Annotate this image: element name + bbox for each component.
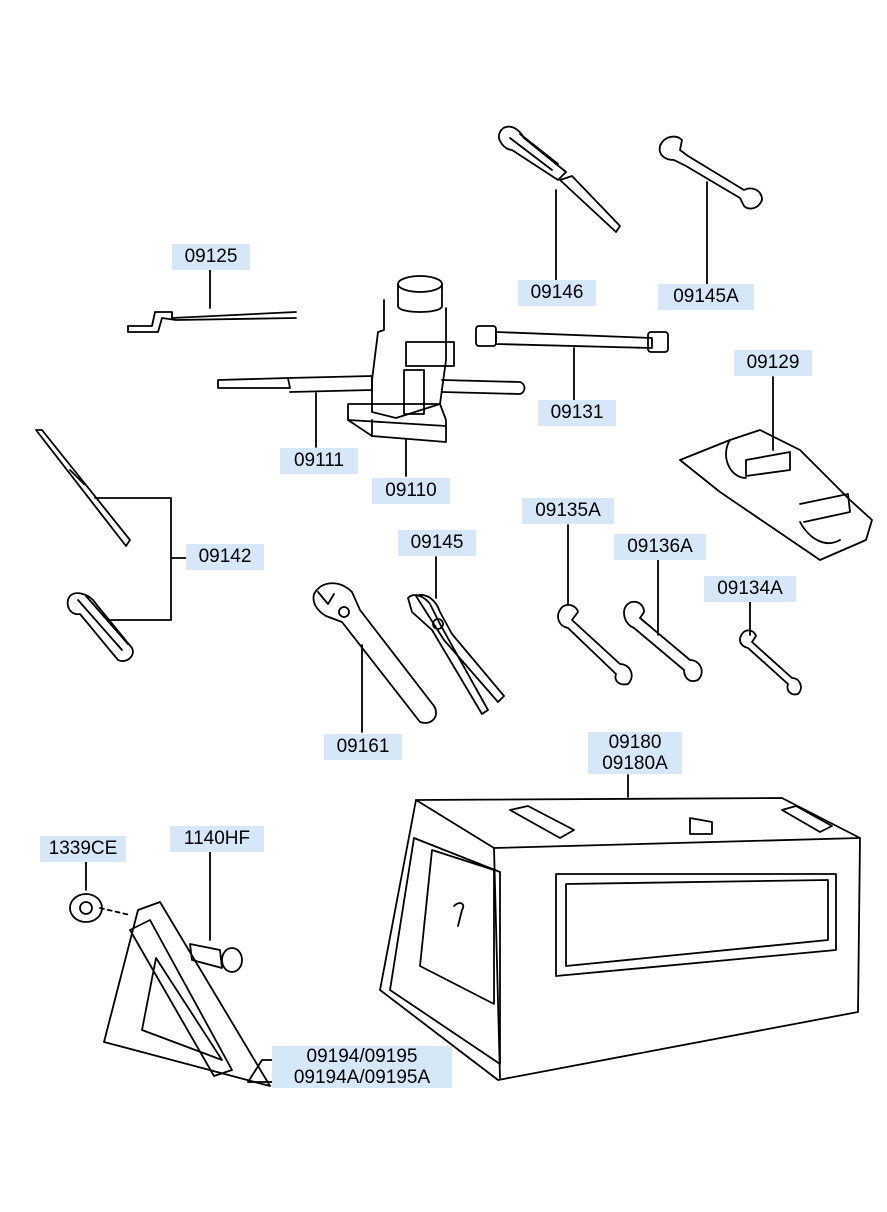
callout-1140hf[interactable]: 1140HF xyxy=(170,826,264,852)
pliers-09145 xyxy=(407,594,505,715)
callout-09135a[interactable]: 09135A xyxy=(522,498,614,524)
jack-09110 xyxy=(347,275,455,443)
callout-09142[interactable]: 09142 xyxy=(186,544,264,570)
screwdriver-09146 xyxy=(498,125,621,233)
tool-bag-09129 xyxy=(679,429,873,561)
callout-09134a[interactable]: 09134A xyxy=(704,576,796,602)
callout-09110[interactable]: 09110 xyxy=(372,478,450,504)
callout-09125[interactable]: 09125 xyxy=(172,244,250,270)
nut-1339ce xyxy=(69,893,103,923)
callout-09180-line2: 09180A xyxy=(602,753,668,774)
callout-1339ce[interactable]: 1339CE xyxy=(40,836,126,862)
wrench-09145a xyxy=(658,135,763,210)
callout-09180[interactable]: 09180 09180A xyxy=(588,732,682,774)
leader-lines xyxy=(85,181,774,1083)
callout-09180-line1: 09180 xyxy=(608,732,662,753)
callout-09194[interactable]: 09194/09195 09194A/09195A xyxy=(272,1046,452,1088)
callout-09131[interactable]: 09131 xyxy=(538,400,616,426)
callout-09129[interactable]: 09129 xyxy=(734,350,812,376)
callout-09194-line1: 09194/09195 xyxy=(306,1046,418,1067)
screwdriver-set-09142 xyxy=(35,429,134,662)
extension-bar-09131 xyxy=(475,325,669,353)
callout-09145[interactable]: 09145 xyxy=(398,530,476,556)
wrench-09135a xyxy=(557,604,633,686)
adjustable-wrench-09161 xyxy=(312,582,437,724)
jack-handle-09111 xyxy=(217,375,526,395)
warning-triangle-09194 xyxy=(103,901,271,1087)
callout-09136a[interactable]: 09136A xyxy=(614,534,706,560)
callout-09146[interactable]: 09146 xyxy=(518,280,596,306)
bolt-1140hf xyxy=(189,943,243,973)
callout-09194-line2: 09194A/09195A xyxy=(293,1067,431,1088)
crank-handle-09125 xyxy=(127,311,297,333)
wrench-09134a xyxy=(739,629,802,696)
callout-09161[interactable]: 09161 xyxy=(324,734,402,760)
tool-box-09180 xyxy=(379,797,861,1081)
wrench-09136a xyxy=(623,600,703,682)
callout-09111[interactable]: 09111 xyxy=(280,448,358,474)
callout-09145a[interactable]: 09145A xyxy=(658,284,754,310)
